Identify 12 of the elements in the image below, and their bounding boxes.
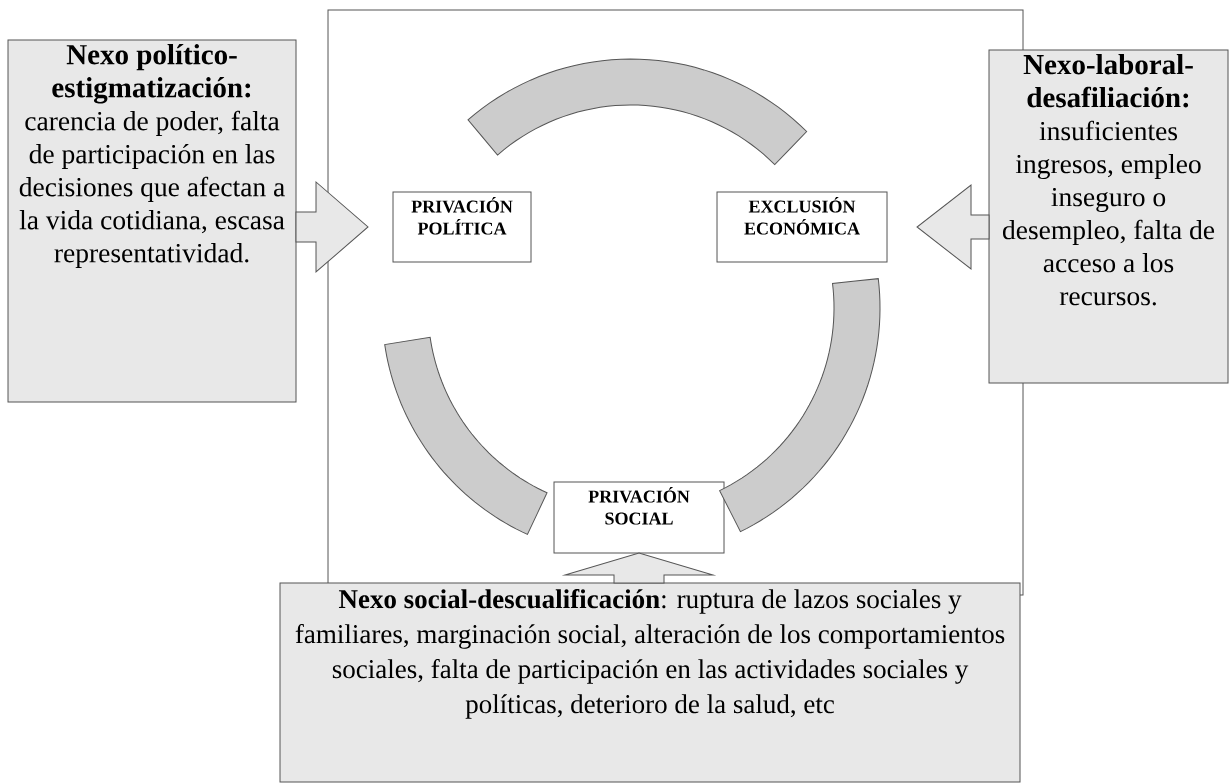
callout-box: Nexo político-estigmatización: carencia de poder, falta de participación en las decisiones que afectan a la vida cotidiana, escasa representatividad. — [7, 39, 297, 403]
concept-box: EXCLUSIÓN ECONÓMICA — [716, 191, 888, 263]
block-arrow — [916, 184, 990, 270]
concept-box: PRIVACIÓN SOCIAL — [553, 481, 725, 554]
arc-band — [384, 336, 548, 535]
block-arrow — [564, 552, 714, 584]
block-arrow — [295, 181, 369, 273]
concept-box: PRIVACIÓN POLÍTICA — [392, 191, 532, 263]
arc-band — [467, 58, 808, 166]
callout-box: Nexo-laboral-desafiliación: insuficientes ingresos, empleo inseguro o desempleo, falta de acceso a los recursos. — [988, 49, 1229, 384]
callout-box: Nexo social-descualificación: ruptura de lazos sociales y familiares, marginación social, alteración de los comportamientos sociales, falta de participación en las actividades sociales y políticas, deterioro de la salud, etc — [279, 582, 1021, 783]
arc-band — [719, 278, 881, 533]
